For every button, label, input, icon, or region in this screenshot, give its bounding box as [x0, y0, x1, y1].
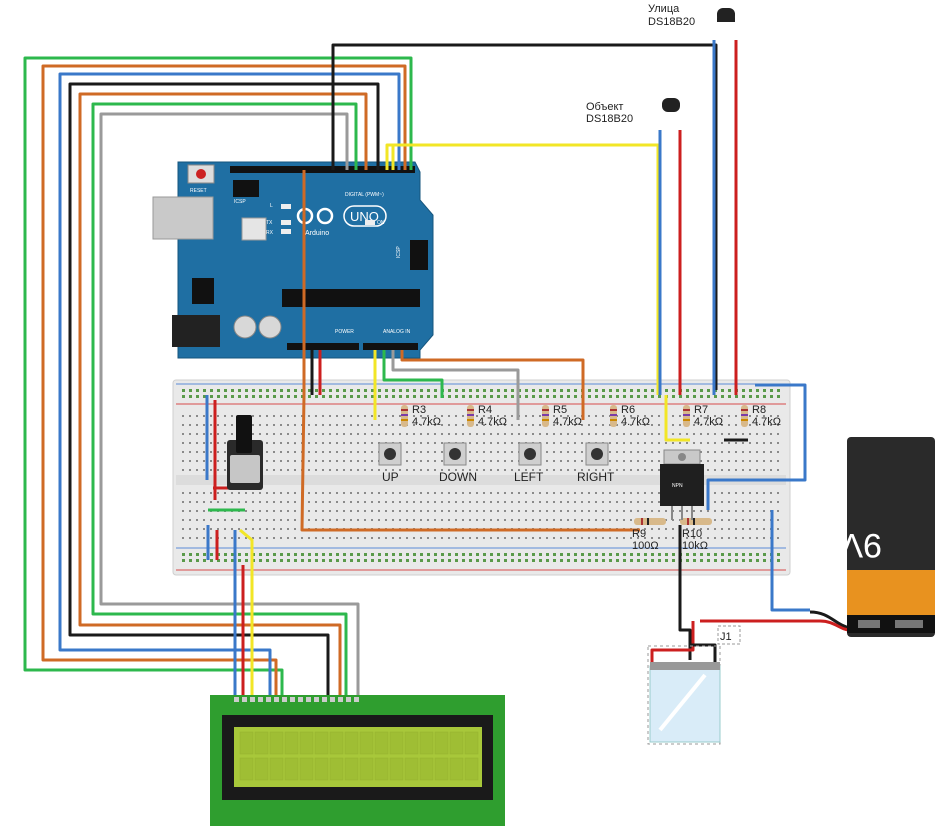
wire-black-1: [68, 82, 380, 700]
resistor-r9-name: R9: [632, 528, 646, 540]
resistor-r5-name: R5: [553, 404, 567, 416]
on-led-label: ON: [377, 220, 385, 226]
resistor-r7-name: R7: [694, 404, 708, 416]
lcd-display: [210, 695, 505, 826]
button-down-label: DOWN: [439, 470, 477, 484]
button-left-label: LEFT: [514, 470, 544, 484]
icsp2-header: [410, 240, 428, 270]
resistor-r9-value: 100Ω: [632, 540, 659, 552]
sensor-object-model: DS18B20: [586, 113, 633, 125]
button-left: LEFT: [514, 442, 544, 484]
usb-port: [152, 196, 214, 240]
l-led-label: L: [270, 203, 273, 209]
tx-label: TX: [266, 220, 273, 226]
wire-black-film-2: [690, 643, 717, 662]
wire-orange-1: [41, 64, 407, 700]
atmega-chip: [282, 289, 420, 307]
resistor-r5-value: 4.7kΩ: [553, 416, 582, 428]
transistor-label: NPN: [672, 483, 683, 489]
icsp2-label: ICSP: [396, 246, 402, 258]
power-header: [287, 343, 359, 350]
sensor-object-name: Объект: [586, 101, 623, 113]
wire-gray-a2: [391, 350, 520, 420]
reset-label: RESET: [190, 188, 207, 194]
power-label: POWER: [335, 329, 354, 335]
transistor: NPN: [660, 449, 704, 520]
button-up-label: UP: [382, 470, 399, 484]
resistor-r5: R54.7kΩ: [542, 404, 582, 428]
digital-header: [230, 166, 415, 173]
resistor-r6-value: 4.7kΩ: [621, 416, 650, 428]
wire-yellow-bb: [664, 395, 690, 442]
resistor-r3: R34.7kΩ: [401, 404, 441, 428]
resistor-r7-value: 4.7kΩ: [694, 416, 723, 428]
resistor-r8-value: 4.7kΩ: [752, 416, 781, 428]
icsp-label: ICSP: [234, 199, 246, 205]
wire-red-film: [650, 621, 695, 662]
button-right-label: RIGHT: [577, 470, 615, 484]
button-down: DOWN: [439, 442, 477, 484]
battery-label: 9V: [840, 526, 882, 564]
wire-blue-1: [58, 72, 401, 700]
wire-blue-battery: [706, 383, 807, 510]
wire-blue-battery-2: [770, 510, 810, 612]
resistor-r7: R74.7kΩ: [683, 404, 723, 428]
potentiometer: [227, 415, 263, 490]
film-connector: J1: [647, 625, 741, 745]
wire-yellow-1: [385, 143, 660, 395]
sensor-street-model: DS18B20: [648, 16, 695, 28]
wire-orange-3: [300, 170, 640, 532]
wire-red-battery: [700, 619, 851, 632]
button-up: UP: [378, 442, 402, 484]
wire-orange-2: [78, 92, 368, 700]
rx-label: RX: [266, 230, 274, 236]
analog-label: ANALOG IN: [383, 329, 411, 335]
wire-black-2: [331, 43, 718, 390]
wire-gray-1: [99, 112, 360, 700]
sensor-street-name: Улица: [648, 3, 680, 15]
wire-orange-a3: [400, 350, 585, 420]
wire-black-battery: [809, 610, 851, 630]
sensor-street: Улица DS18B20: [648, 3, 735, 28]
wire-green-a1: [382, 350, 444, 398]
resistor-r8-name: R8: [752, 404, 766, 416]
arduino-brand: Arduino: [305, 230, 329, 237]
resistors: R34.7kΩR44.7kΩR54.7kΩR64.7kΩR74.7kΩR84.7…: [401, 404, 781, 552]
buttons: UP DOWN LEFT RIGHT: [378, 442, 615, 484]
battery-9v: 9V: [840, 437, 935, 637]
resistor-r10-value: 10kΩ: [682, 540, 708, 552]
resistor-r4: R44.7kΩ: [467, 404, 507, 428]
resistor-r8: R84.7kΩ: [741, 404, 781, 428]
resistor-r3-value: 4.7kΩ: [412, 416, 441, 428]
connector-label: J1: [720, 631, 732, 643]
sensor-object: Объект DS18B20: [586, 98, 680, 125]
resistor-r6: R64.7kΩ: [610, 404, 650, 428]
arduino-uno-board: RESET ICSP L TX RX UNO Arduino ON ICSP D…: [152, 161, 434, 359]
resistor-r3-name: R3: [412, 404, 426, 416]
wire-yellow-lcd: [239, 528, 254, 700]
wire-green-2: [91, 102, 358, 700]
digital-label: DIGITAL (PWM~): [345, 192, 384, 198]
analog-header: [363, 343, 418, 350]
wires: [23, 40, 851, 700]
icsp-header: [233, 180, 259, 197]
wire-green-1: [23, 56, 413, 700]
power-jack: [172, 315, 220, 347]
resistor-r6-name: R6: [621, 404, 635, 416]
resistor-r10-name: R10: [682, 528, 702, 540]
button-right: RIGHT: [577, 442, 615, 484]
resistor-r4-value: 4.7kΩ: [478, 416, 507, 428]
resistor-r4-name: R4: [478, 404, 492, 416]
